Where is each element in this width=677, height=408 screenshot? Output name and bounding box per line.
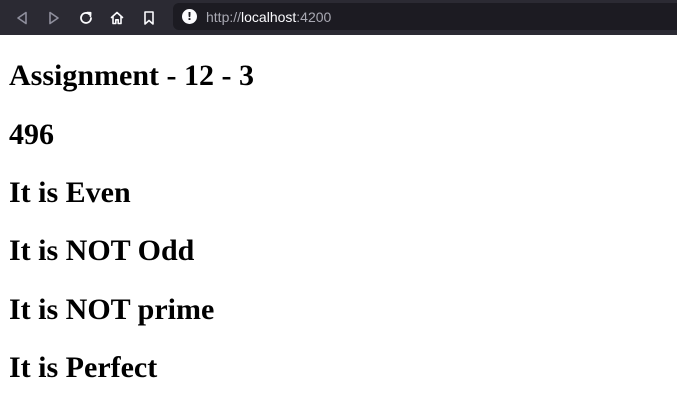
result-odd: It is NOT Odd <box>9 234 195 267</box>
url-port: :4200 <box>296 8 332 25</box>
result-prime: It is NOT prime <box>9 293 215 326</box>
warning-icon[interactable]: ! <box>182 9 197 24</box>
browser-toolbar: ! http://localhost:4200 <box>0 0 677 35</box>
result-perfect: It is Perfect <box>9 351 158 384</box>
url-host: localhost <box>241 8 297 25</box>
page-content: Assignment - 12 - 3 496 It is Even It is… <box>9 35 677 408</box>
reload-icon[interactable] <box>77 0 95 35</box>
url-bar[interactable]: ! http://localhost:4200 <box>173 3 677 30</box>
url-protocol: http:// <box>206 8 242 25</box>
home-icon[interactable] <box>108 0 126 35</box>
bookmark-icon[interactable] <box>141 0 157 35</box>
number-value: 496 <box>9 118 54 151</box>
forward-arrow-icon[interactable] <box>45 0 63 35</box>
result-even: It is Even <box>9 176 131 209</box>
page-title: Assignment - 12 - 3 <box>9 59 254 92</box>
back-arrow-icon[interactable] <box>13 0 31 35</box>
url-text[interactable]: http://localhost:4200 <box>206 10 331 24</box>
